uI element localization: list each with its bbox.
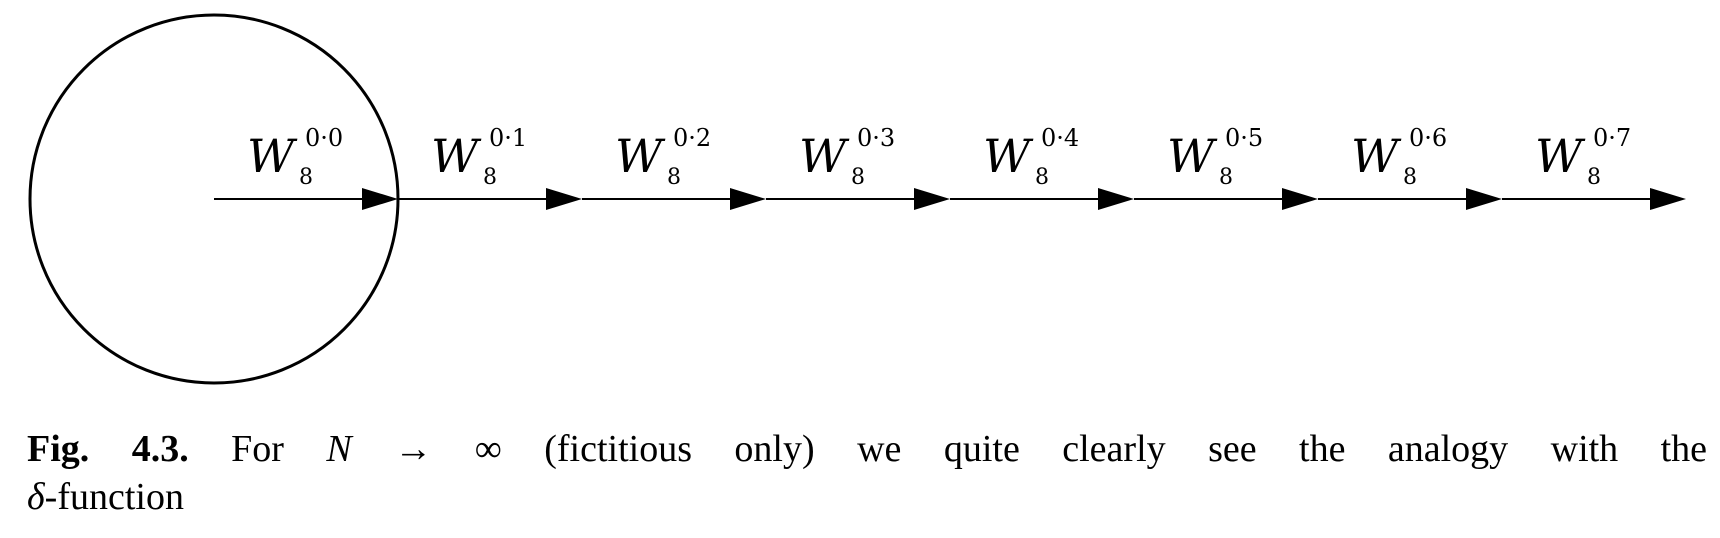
term-superscript: 0·6 <box>1409 124 1447 152</box>
term-superscript: 0·7 <box>1593 124 1631 152</box>
arrow-head <box>1098 188 1134 210</box>
term-superscript: 0·0 <box>305 124 343 152</box>
arrow-head <box>1650 188 1686 210</box>
caption-line-two: δ-function <box>27 473 1707 521</box>
term-superscript: 0·4 <box>1041 124 1079 152</box>
term-superscript: 0·2 <box>673 124 711 152</box>
pointer-arrow-1 <box>398 188 582 210</box>
arrow-head <box>1282 188 1318 210</box>
pointer-arrow-7 <box>1502 188 1686 210</box>
caption-text-before: For <box>231 428 284 470</box>
caption-text-middle: (fictitious only) we quite clearly see t… <box>544 428 1708 470</box>
arrow-head <box>1466 188 1502 210</box>
pointer-arrow-2 <box>582 188 766 210</box>
arrow-head <box>546 188 582 210</box>
arrow-head <box>362 188 398 210</box>
caption-label: Fig. 4.3. <box>27 428 189 470</box>
term-superscript: 0·1 <box>489 124 527 152</box>
term-base: W <box>1167 129 1218 183</box>
caption-variable-n: N <box>326 428 352 470</box>
pointer-arrow-3 <box>766 188 950 210</box>
arrow-head <box>914 188 950 210</box>
term-base: W <box>1535 129 1586 183</box>
caption-arrow-symbol: → <box>394 428 433 470</box>
caption-infinity-symbol: ∞ <box>474 428 502 470</box>
term-base: W <box>247 129 298 183</box>
term-subscript: 8 <box>667 165 681 190</box>
term-base: W <box>1351 129 1402 183</box>
term-base: W <box>799 129 850 183</box>
caption-text-end: -function <box>44 476 184 518</box>
term-subscript: 8 <box>299 165 313 190</box>
term-subscript: 8 <box>1587 165 1601 190</box>
term-superscript: 0·5 <box>1225 124 1263 152</box>
term-base: W <box>983 129 1034 183</box>
arrow-head <box>730 188 766 210</box>
pointer-arrow-6 <box>1318 188 1502 210</box>
figure-caption: Fig. 4.3. For N → ∞ (fictitious only) we… <box>27 425 1707 521</box>
term-subscript: 8 <box>1403 165 1417 190</box>
pointer-arrow-5 <box>1134 188 1318 210</box>
pointer-arrow-0 <box>214 188 398 210</box>
term-subscript: 8 <box>1219 165 1233 190</box>
caption-delta-symbol: δ <box>27 476 45 518</box>
term-subscript: 8 <box>1035 165 1049 190</box>
term-subscript: 8 <box>851 165 865 190</box>
pointer-arrow-4 <box>950 188 1134 210</box>
term-subscript: 8 <box>483 165 497 190</box>
term-base: W <box>615 129 666 183</box>
term-base: W <box>431 129 482 183</box>
term-superscript: 0·3 <box>857 124 895 152</box>
